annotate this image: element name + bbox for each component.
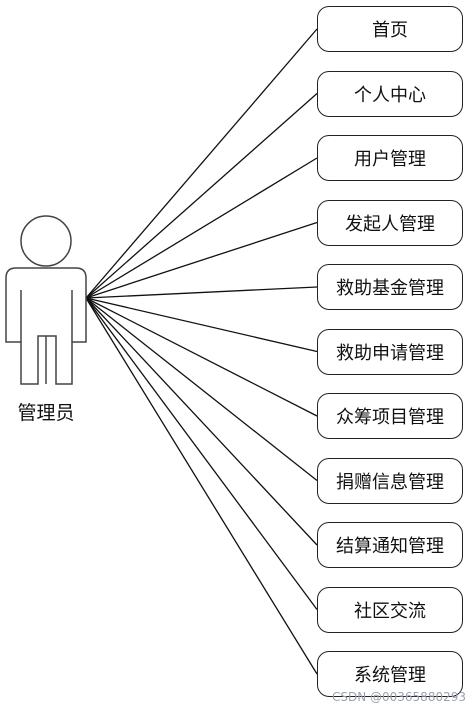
connector-line bbox=[85, 297, 318, 546]
use-case-box: 社区交流 bbox=[317, 586, 463, 633]
connector-line bbox=[85, 286, 318, 299]
use-case-label: 救助基金管理 bbox=[336, 278, 444, 299]
use-case-box: 个人中心 bbox=[317, 70, 463, 117]
use-case-label: 个人中心 bbox=[354, 84, 426, 106]
connector-line bbox=[85, 93, 318, 299]
use-case-label: 救助申请管理 bbox=[336, 342, 444, 364]
actor-label: 管理员 bbox=[17, 402, 75, 424]
use-case-label: 发起人管理 bbox=[345, 213, 435, 235]
actor-head bbox=[20, 215, 72, 267]
use-case-box: 系统管理 bbox=[317, 651, 463, 697]
connector-line bbox=[85, 157, 318, 299]
connector-lines bbox=[85, 28, 318, 675]
connector-line bbox=[85, 221, 318, 299]
use-case-label: 用户管理 bbox=[354, 149, 426, 170]
connector-line bbox=[85, 297, 318, 482]
use-case-box: 众筹项目管理 bbox=[317, 393, 463, 439]
use-case-box: 救助申请管理 bbox=[317, 328, 463, 375]
use-case-label: 结算通知管理 bbox=[336, 536, 444, 557]
use-case-box: 发起人管理 bbox=[317, 199, 463, 246]
use-case-box: 用户管理 bbox=[317, 135, 463, 181]
use-case-box: 捐赠信息管理 bbox=[317, 457, 463, 504]
use-case-label: 系统管理 bbox=[354, 665, 426, 686]
connector-line bbox=[85, 297, 318, 675]
use-case-label: 捐赠信息管理 bbox=[336, 471, 444, 493]
watermark-text: CSDN @00365880293 bbox=[331, 690, 466, 704]
connector-line bbox=[85, 297, 318, 417]
actor-body bbox=[5, 267, 87, 385]
actor-figure bbox=[5, 215, 87, 385]
use-case-label: 首页 bbox=[372, 20, 408, 41]
connector-line bbox=[85, 297, 318, 353]
use-case-box: 首页 bbox=[317, 6, 463, 52]
connector-line bbox=[85, 28, 318, 299]
use-case-box: 结算通知管理 bbox=[317, 522, 463, 568]
use-case-box: 救助基金管理 bbox=[317, 264, 463, 310]
connector-line bbox=[85, 297, 318, 610]
use-case-label: 社区交流 bbox=[354, 600, 426, 622]
use-case-label: 众筹项目管理 bbox=[336, 407, 444, 428]
